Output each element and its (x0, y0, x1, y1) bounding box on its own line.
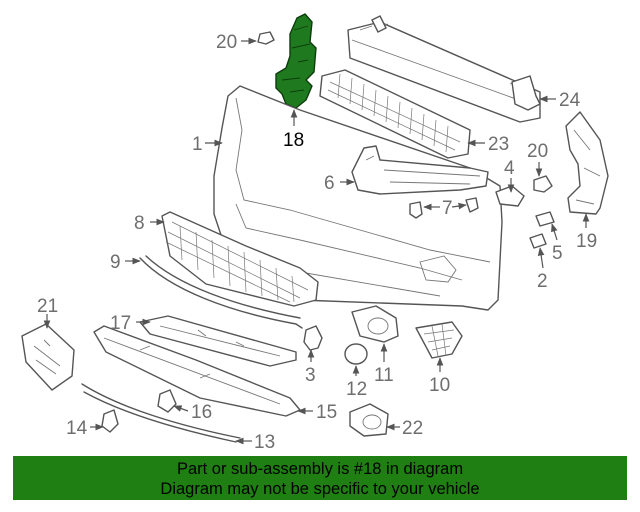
callout-5: 5 (552, 243, 563, 264)
lower-grille-part-8 (161, 211, 319, 307)
undercover-part-17 (139, 315, 297, 367)
callout-11: 11 (374, 365, 394, 386)
molding-part-9 (139, 255, 303, 329)
clip-part-3 (303, 325, 323, 351)
license-bracket-part-21 (21, 323, 75, 391)
reinforcement-beam-part-24 (347, 15, 541, 123)
banner-line-1: Part or sub-assembly is #18 in diagram (176, 460, 464, 478)
absorber-part-23 (319, 69, 471, 159)
fog-bezel-part-11 (351, 305, 399, 343)
callout-14: 14 (66, 418, 88, 439)
screw-part-20-right (533, 175, 553, 193)
screw-part-5 (535, 211, 555, 227)
callout-20-right: 20 (527, 141, 548, 162)
callout-17: 17 (110, 313, 131, 334)
callout-6: 6 (324, 173, 335, 194)
side-bracket-part-19 (565, 111, 609, 215)
callout-16: 16 (191, 402, 212, 423)
callout-8: 8 (134, 213, 145, 234)
bolt-part-7-a (409, 201, 423, 219)
fog-light-part-22 (349, 403, 389, 437)
bracket-part-18-highlighted (275, 13, 317, 109)
cap-part-12 (344, 343, 368, 365)
callout-10: 10 (429, 375, 450, 396)
callout-13: 13 (254, 432, 275, 453)
callout-3: 3 (305, 365, 316, 386)
callout-24: 24 (559, 90, 581, 111)
callout-20-top: 20 (216, 32, 237, 53)
clip-part-16 (157, 389, 177, 413)
callout-19: 19 (576, 231, 597, 252)
callout-21: 21 (37, 296, 58, 317)
callout-2: 2 (537, 271, 548, 292)
callout-1: 1 (192, 134, 203, 155)
lower-spoiler-part-13 (81, 383, 241, 443)
callout-23: 23 (488, 134, 509, 155)
bolt-part-7-b (465, 197, 479, 213)
banner-line-2: Diagram may not be specific to your vehi… (160, 480, 480, 498)
callout-9: 9 (110, 252, 121, 273)
screw-part-20-top (257, 31, 275, 45)
callout-4: 4 (504, 158, 515, 179)
clip-part-14 (101, 409, 119, 433)
disclaimer-banner: Part or sub-assembly is #18 in diagram D… (13, 456, 627, 500)
callout-18: 18 (283, 130, 304, 151)
side-grille-part-10 (415, 321, 463, 359)
callout-7: 7 (442, 198, 453, 219)
callout-22: 22 (402, 418, 423, 439)
side-bracket-part-6 (351, 145, 489, 195)
screw-part-2 (529, 233, 547, 249)
parts-diagram: 20 24 18 23 1 20 4 6 7 8 19 5 9 2 21 17 … (21, 13, 609, 453)
callout-15: 15 (316, 402, 337, 423)
callout-12: 12 (346, 379, 367, 400)
leader-lines (43, 37, 590, 445)
